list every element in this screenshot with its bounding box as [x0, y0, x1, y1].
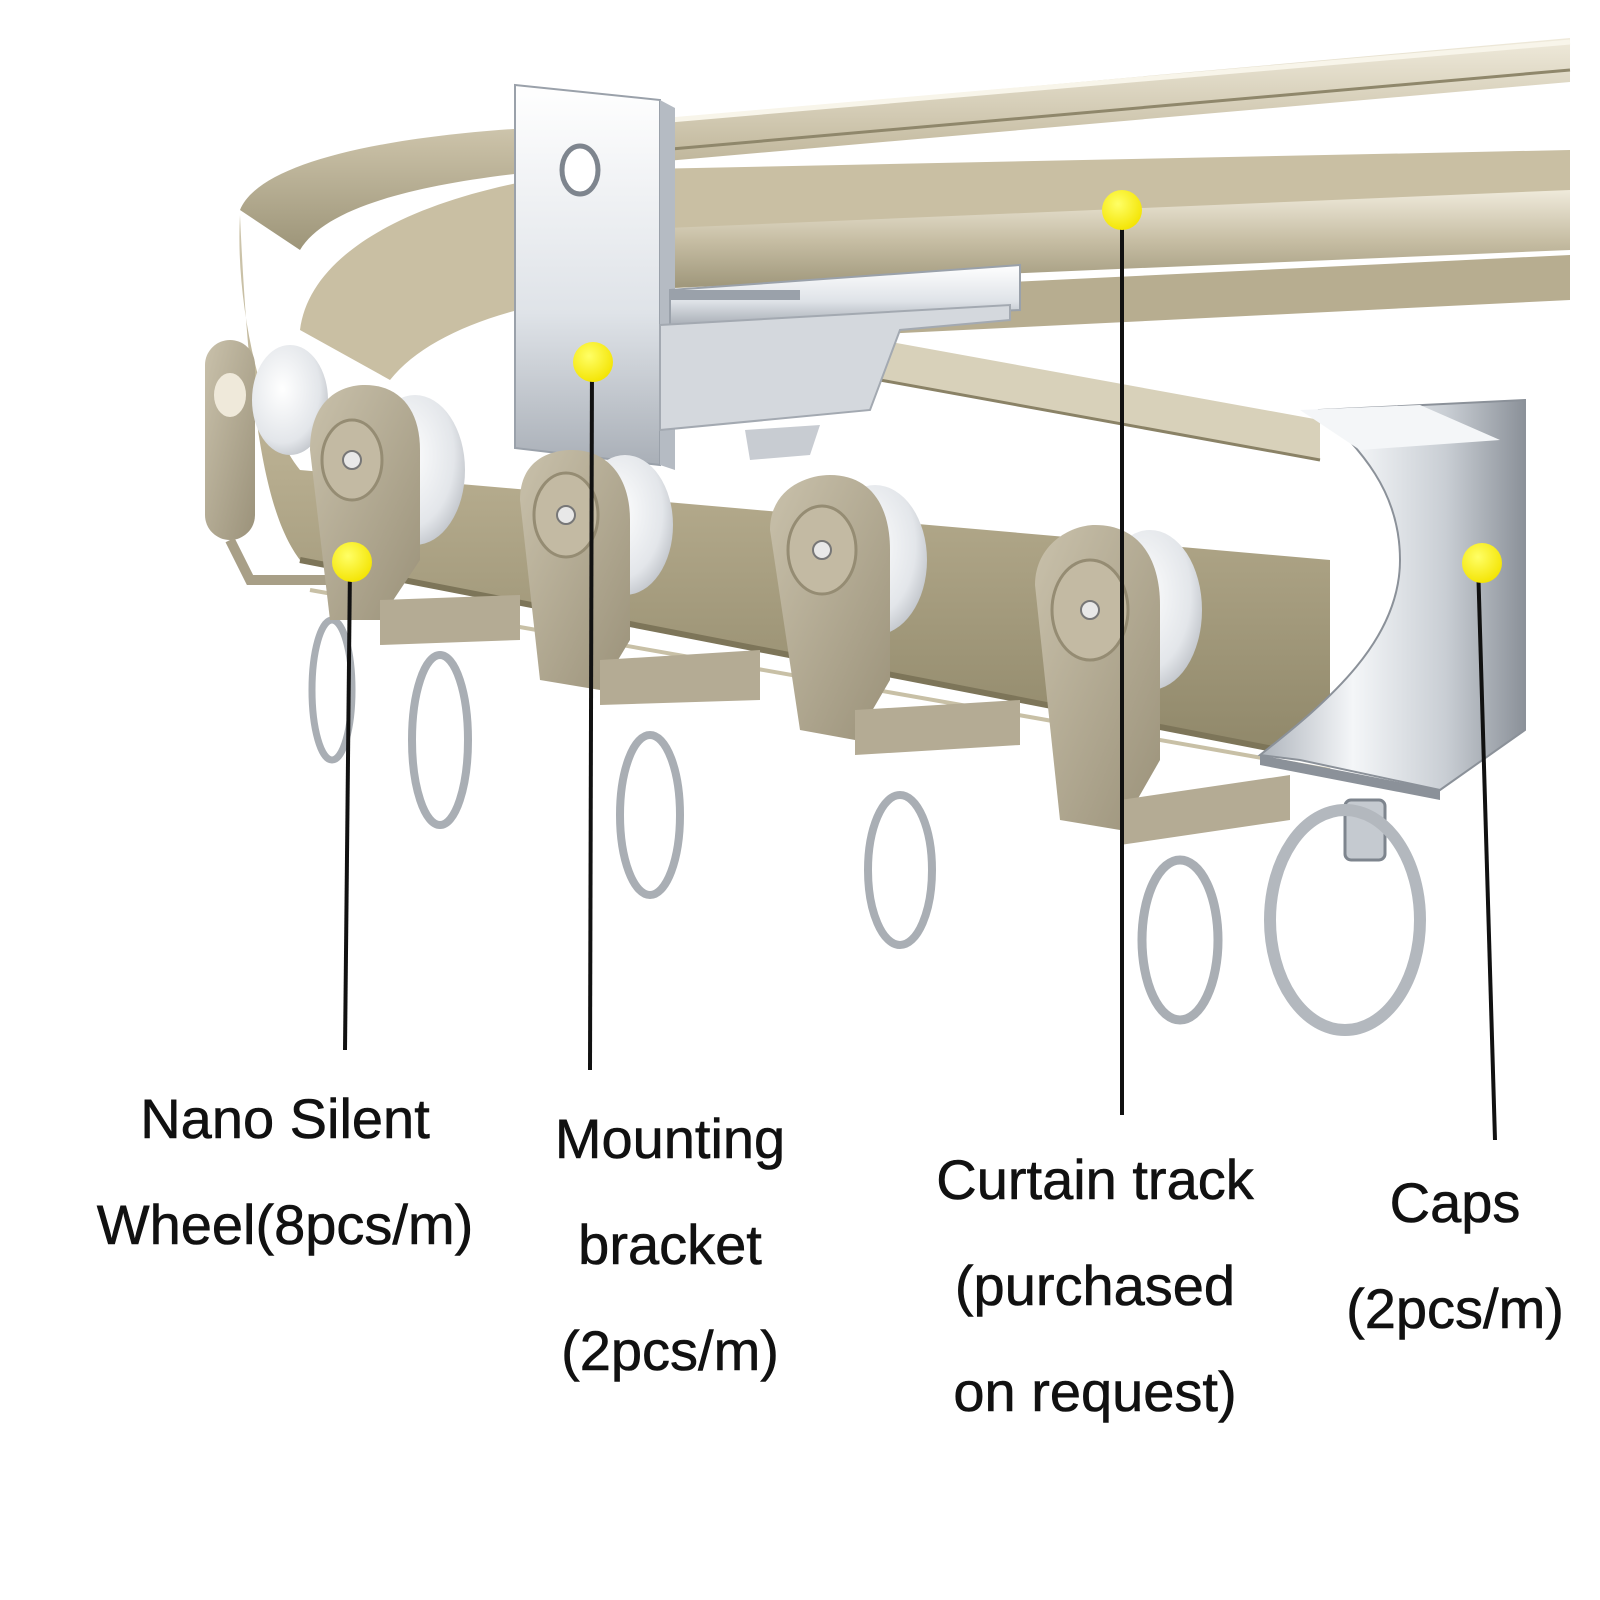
- label-line: Caps: [1389, 1171, 1521, 1235]
- label-line: bracket: [578, 1213, 762, 1277]
- label-curtain-track: Curtain track (purchased on request): [900, 1127, 1290, 1445]
- marker-caps: [1462, 543, 1502, 583]
- track-front-rail: [620, 190, 1570, 290]
- track-top-rim: [240, 38, 1570, 250]
- markers: [332, 190, 1502, 583]
- leader-line-bracket: [588, 361, 594, 1071]
- label-line: Nano Silent: [140, 1087, 430, 1151]
- label-caps: Caps (2pcs/m): [1320, 1150, 1590, 1362]
- label-line: on request): [953, 1360, 1237, 1424]
- runner-1: [310, 385, 520, 829]
- leader-line-caps: [1476, 562, 1497, 1141]
- bracket-screw-hole: [559, 143, 601, 197]
- marker-wheel: [332, 542, 372, 582]
- end-cap: [1257, 398, 1526, 1036]
- label-line: (2pcs/m): [1346, 1277, 1564, 1341]
- mounting-bracket: [514, 83, 1021, 470]
- label-line: (2pcs/m): [561, 1319, 779, 1383]
- hook-ring: [408, 651, 472, 829]
- label-nano-silent-wheel: Nano Silent Wheel(8pcs/m): [65, 1066, 505, 1278]
- label-mounting-bracket: Mounting bracket (2pcs/m): [520, 1086, 820, 1404]
- leader-line-wheel: [343, 564, 352, 1051]
- marker-track: [1102, 190, 1142, 230]
- label-line: Curtain track: [936, 1148, 1254, 1212]
- cap-ring: [1264, 804, 1426, 1036]
- runner-2: [520, 450, 760, 899]
- label-line: Wheel(8pcs/m): [96, 1193, 474, 1257]
- leader-lines: [343, 212, 1497, 1141]
- label-line: (purchased: [954, 1254, 1236, 1318]
- label-line: Mounting: [554, 1107, 786, 1171]
- runner-3: [770, 475, 1020, 949]
- marker-bracket: [573, 342, 613, 382]
